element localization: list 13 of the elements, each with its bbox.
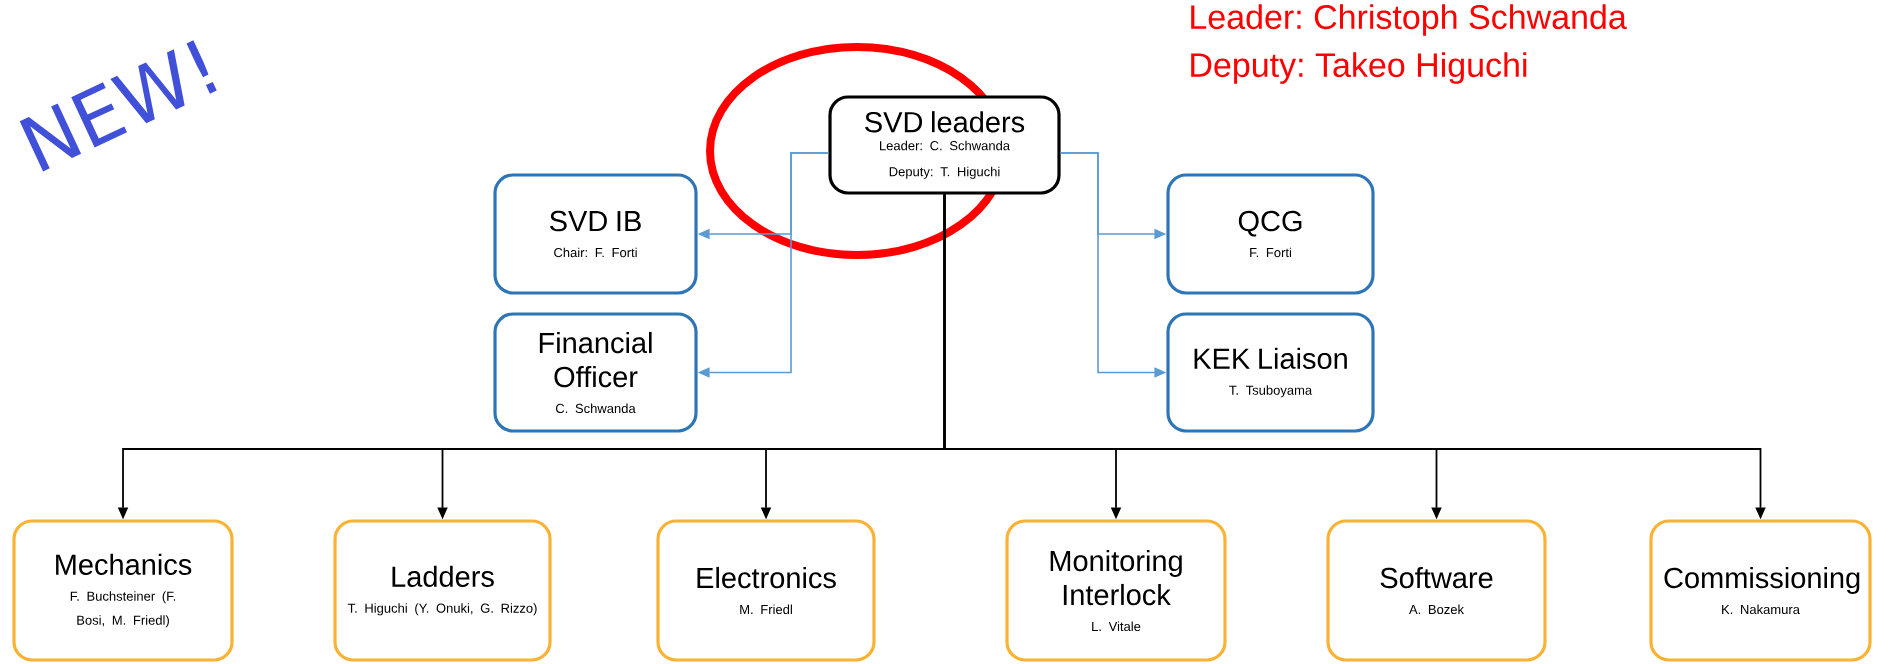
role-box: QCG F. Forti bbox=[1166, 173, 1375, 295]
role-box: SVD IB Chair: F. Forti bbox=[493, 173, 698, 295]
team-box: Ladders T. Higuchi (Y. Onuki, G. Rizzo) bbox=[333, 519, 552, 662]
leader-box: SVD leaders Leader: C. Schwanda Deputy: T. Higuchi bbox=[828, 95, 1061, 195]
role-box: KEK Liaison T. Tsuboyama bbox=[1166, 312, 1375, 433]
annotation-text: Deputy: Takeo Higuchi bbox=[1191, 52, 1527, 84]
team-box: Commissioning K. Nakamura bbox=[1649, 519, 1872, 662]
team-box: Mechanics F. Buchsteiner (F. Bosi, M. Friedl) bbox=[12, 519, 234, 662]
role-box: Financial Officer C. Schwanda bbox=[493, 312, 698, 433]
annotation-text: Leader: Christoph Schwanda bbox=[1191, 4, 1627, 36]
team-box: Electronics M. Friedl bbox=[656, 519, 876, 662]
team-box: Software A. Bozek bbox=[1326, 519, 1547, 662]
team-box: Monitoring Interlock L. Vitale bbox=[1005, 519, 1227, 662]
